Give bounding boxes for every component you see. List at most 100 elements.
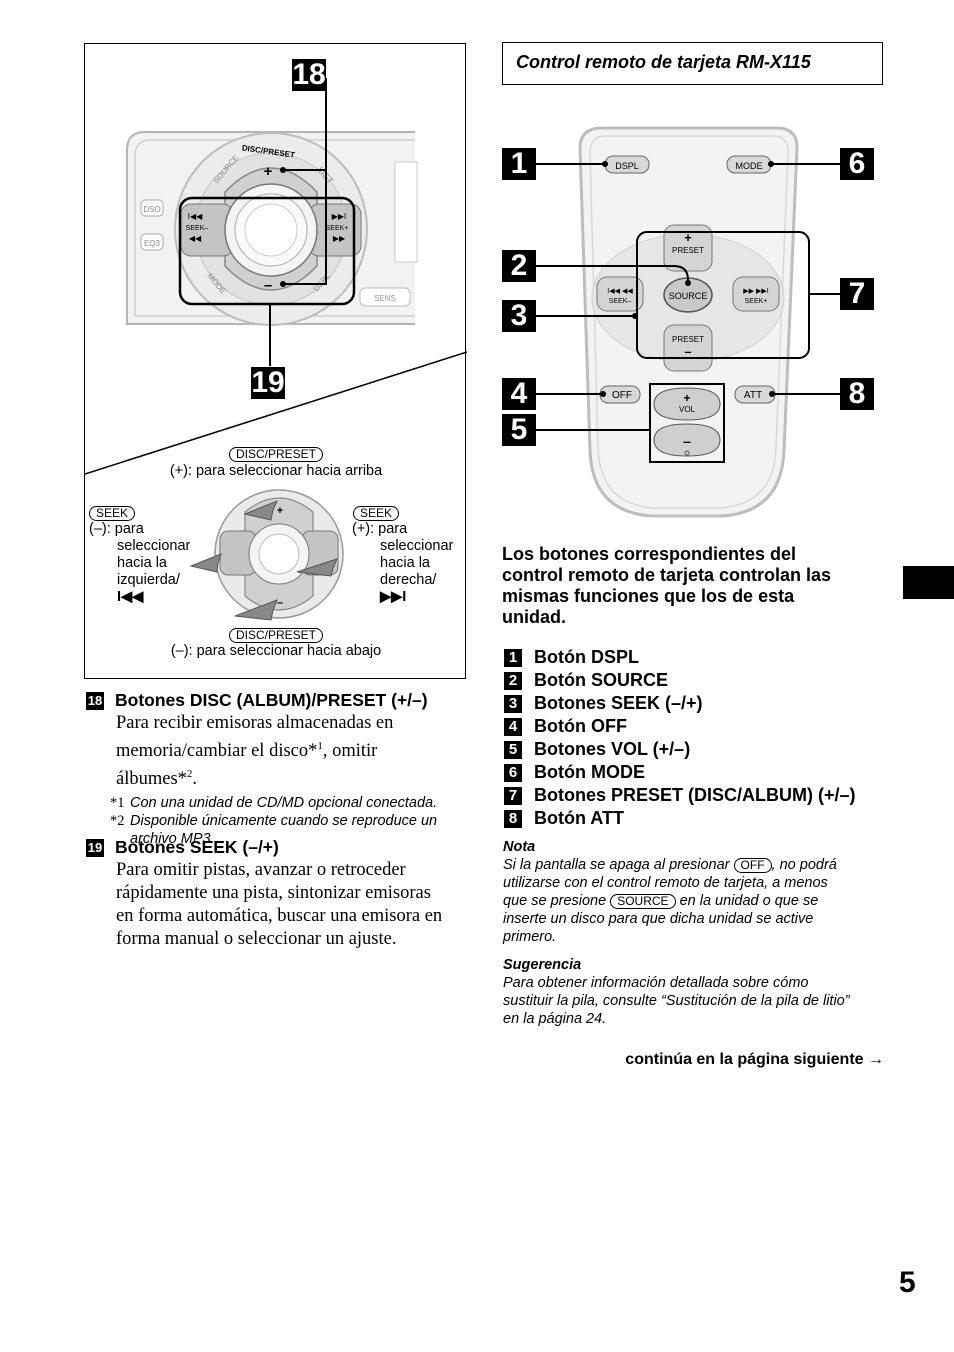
item-19-line: en forma automática, buscar una emisora … [116, 906, 443, 926]
top-callout: DISC/PRESET [85, 445, 467, 463]
list-label: Botones SEEK (–/+) [534, 693, 703, 713]
dial-minus-mark: – [277, 597, 283, 609]
list-num: 1 [504, 649, 522, 668]
nota-l1b: , no podrá [771, 857, 837, 873]
left-callout-line: (–): para [89, 521, 144, 537]
list-label: Botón MODE [534, 762, 645, 782]
sugerencia-line: Para obtener información detallada sobre… [503, 975, 809, 991]
nota-line: que se presione SOURCE en la unidad o qu… [503, 892, 888, 910]
disc-preset-pill-top: DISC/PRESET [228, 447, 323, 462]
list-num: 8 [504, 810, 522, 829]
marker-6: 6 [840, 148, 874, 180]
sup-1: 1 [317, 740, 323, 752]
forward-icon: ▶▶ [333, 234, 346, 243]
item-18-line3a: álbumes* [116, 769, 187, 790]
right-callout-line: derecha/ [380, 572, 437, 588]
preset-up-plus: + [684, 230, 692, 245]
preset-up-label: PRESET [672, 246, 704, 255]
left-callout-line: seleccionar [117, 538, 191, 554]
bottom-callout-text: (–): para seleccionar hacia abajo [170, 643, 382, 659]
plus-mark: + [264, 163, 273, 180]
nota-line: Si la pantalla se apaga al presionar OFF… [503, 856, 888, 874]
item-18-line: memoria/cambiar el disco*1, omitir [116, 735, 471, 763]
badge-18: 18 [86, 692, 104, 710]
footnote-2-line: archivo MP3. [130, 831, 215, 848]
list-label: Botón DSPL [534, 647, 639, 667]
nota-l3a: que se presione [503, 893, 611, 909]
page-number: 5 [899, 1266, 916, 1299]
list-num: 5 [504, 741, 522, 760]
left-callout-line: hacia la [117, 555, 167, 571]
up-arrow-icon [243, 500, 278, 521]
off-button-label: OFF [612, 390, 632, 401]
att-button-label: ATT [744, 390, 762, 401]
item-18-line2a: memoria/cambiar el disco* [116, 741, 318, 762]
nota-line: inserte un disco para que dicha unidad s… [503, 911, 814, 927]
item-19-body: Para omitir pistas, avanzar o retroceder… [86, 859, 471, 951]
list-label: Botones PRESET (DISC/ALBUM) (+/–) [534, 785, 856, 805]
nota-l1a: Si la pantalla se apaga al presionar [503, 857, 734, 873]
nota-l3b: en la unidad o que se [675, 893, 819, 909]
next-track-icon: ▶▶I [380, 589, 407, 605]
eq3-label: EQ3 [144, 239, 161, 248]
seek-plus-label: SEEK+ [745, 298, 768, 305]
item-19-heading-text: Botones SEEK (–/+) [115, 837, 279, 857]
item-19-line: rápidamente una pista, sintonizar emisor… [116, 883, 431, 903]
minus-mark: – [264, 277, 272, 294]
list-label: Botones VOL (+/–) [534, 739, 691, 759]
nota-line: utilizarse con el control remoto de tarj… [503, 875, 828, 891]
list-item: 5 Botones VOL (+/–) [504, 738, 904, 761]
item-18-heading: 18 Botones DISC (ALBUM)/PRESET (+/–) [86, 690, 471, 711]
item-19-heading: 19 Botones SEEK (–/+) [86, 837, 471, 858]
footnote-2-mark: *2 [110, 813, 125, 830]
seek-minus-device-label: SEEK– [186, 225, 209, 232]
item-18-line3b: . [192, 769, 198, 790]
disc-preset-pill-bottom: DISC/PRESET [228, 628, 323, 643]
sup-2: 2 [186, 768, 193, 781]
sugerencia-line: sustituir la pila, consulte “Sustitución… [503, 993, 850, 1009]
sens-device-label: SENS [374, 294, 396, 303]
off-pill: OFF [733, 858, 772, 873]
vol-label: VOL [679, 405, 696, 414]
marker-4: 4 [502, 378, 536, 410]
intro-line: mismas funciones que los de esta [502, 586, 795, 606]
intro-paragraph: Los botones correspondientes del control… [502, 544, 892, 628]
right-callout-line: (+): para [352, 521, 408, 537]
vol-plus: + [683, 391, 690, 405]
nota-block: Nota Si la pantalla se apaga al presiona… [503, 838, 888, 946]
mode-button-label: MODE [736, 161, 763, 171]
item-18-heading-text: Botones DISC (ALBUM)/PRESET (+/–) [115, 690, 428, 710]
prev-icon: I◀◀ [188, 212, 203, 221]
left-callout: SEEK [89, 504, 136, 522]
list-num: 4 [504, 718, 522, 737]
next-icon: ▶▶I [332, 212, 347, 221]
marker-7: 7 [840, 278, 874, 310]
list-item: 4 Botón OFF [504, 715, 904, 738]
marker-8: 8 [840, 378, 874, 410]
item-18-body: Para recibir emisoras almacenadas en mem… [86, 712, 471, 791]
prev-track-icon: I◀◀ [117, 589, 144, 605]
left-arrow-icon [189, 553, 222, 573]
intro-line: control remoto de tarjeta controlan las [502, 565, 832, 585]
item-19-line: forma manual o seleccionar un ajuste. [116, 929, 397, 949]
list-label: Botón OFF [534, 716, 627, 736]
item-18-line: Para recibir emisoras almacenadas en [116, 713, 394, 733]
list-num: 2 [504, 672, 522, 691]
down-arrow-icon [234, 599, 278, 621]
list-item: 1 Botón DSPL [504, 646, 904, 669]
marker-5: 5 [502, 414, 536, 446]
sugerencia-line: en la página 24. [503, 1011, 607, 1027]
marker-19: 19 [251, 366, 285, 399]
item-18-line2b: , omitir [322, 741, 378, 762]
dspl-button-label: DSPL [615, 161, 639, 171]
marker-2: 2 [502, 250, 536, 282]
preset-down-label: PRESET [672, 335, 704, 344]
top-callout-text: (+): para seleccionar hacia arriba [169, 463, 383, 479]
footnote-2-line: Disponible únicamente cuando se reproduc… [130, 813, 438, 830]
badge-19: 19 [86, 839, 104, 857]
list-item: 8 Botón ATT [504, 807, 904, 830]
left-callout-line: izquierda/ [117, 572, 180, 588]
list-label: Botón ATT [534, 808, 624, 828]
